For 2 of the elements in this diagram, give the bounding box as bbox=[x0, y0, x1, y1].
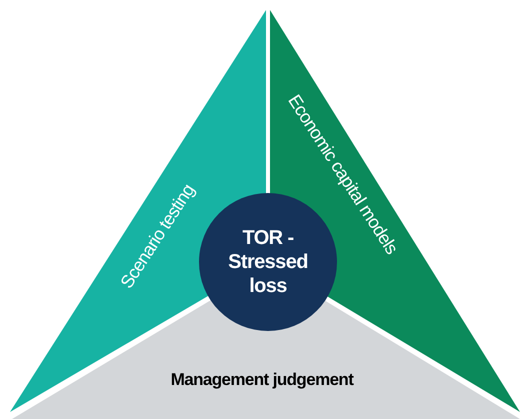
segment-label: Management judgement bbox=[170, 370, 354, 390]
circle-label: TOR - Stressed loss bbox=[227, 226, 309, 298]
